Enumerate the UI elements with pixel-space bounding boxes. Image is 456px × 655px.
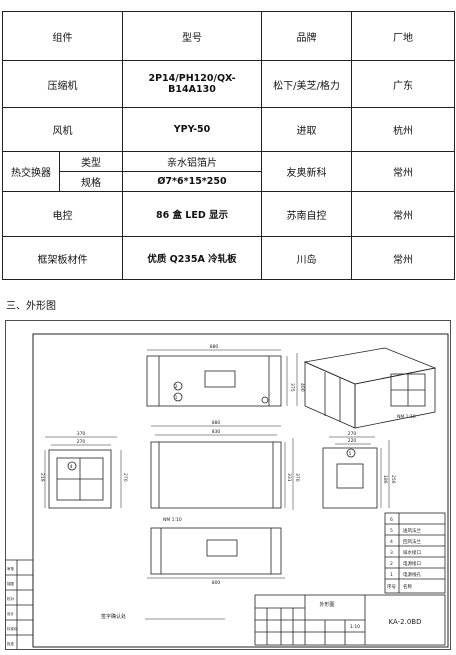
bottom-view bbox=[147, 527, 285, 579]
title-block bbox=[254, 594, 446, 646]
part-name: 送风法兰 bbox=[403, 527, 421, 534]
table-row: 热交换器 类型 亲水铝箔片 友奥新科 常州 bbox=[2, 151, 455, 192]
strip-label: 设计 bbox=[7, 611, 14, 616]
table-row: 风机 YPY-50 进取 杭州 bbox=[2, 107, 455, 152]
left-view bbox=[44, 436, 122, 509]
strip-label: 描图 bbox=[7, 581, 14, 586]
cell-model: 亲水铝箔片 bbox=[122, 151, 262, 172]
top-view bbox=[146, 349, 298, 407]
part-no: 3 bbox=[390, 550, 393, 556]
cell-origin: 广东 bbox=[351, 60, 455, 108]
cell-model: 86 盒 LED 显示 bbox=[122, 191, 262, 237]
cell-origin: 杭州 bbox=[351, 107, 455, 152]
cell-brand: 进取 bbox=[261, 107, 352, 152]
dim-front-inner: 830 bbox=[212, 429, 221, 435]
part-no: 5 bbox=[390, 528, 393, 534]
dim-right-side: 186 bbox=[382, 475, 388, 484]
dim-front-h2: 370 bbox=[294, 473, 300, 482]
cell-origin: 常州 bbox=[351, 236, 455, 280]
scale-label: NM 1:10 bbox=[163, 517, 182, 523]
scale-label: NM 1:10 bbox=[397, 414, 416, 420]
header-origin: 厂地 bbox=[351, 11, 455, 61]
dim-bottom-width: 800 bbox=[212, 580, 221, 586]
table-row: 电控 86 盒 LED 显示 苏南自控 常州 bbox=[2, 191, 455, 237]
cell-component: 风机 bbox=[2, 107, 123, 152]
parts-header-name: 名称 bbox=[403, 583, 412, 590]
parts-header-no: 序号 bbox=[387, 583, 396, 590]
dim-top-h1: 375 bbox=[289, 383, 295, 392]
part-no: 2 bbox=[390, 561, 393, 567]
cell-component: 框架板材件 bbox=[2, 236, 123, 280]
callout-1: 1 bbox=[175, 395, 178, 401]
parts-list bbox=[384, 512, 446, 594]
iso-view bbox=[303, 347, 437, 429]
signature-label: 签字确认处 bbox=[101, 613, 126, 620]
dim-right-outer: 270 bbox=[348, 431, 357, 437]
part-name: 排水接口 bbox=[403, 549, 421, 556]
strip-label: 标准化 bbox=[7, 626, 18, 631]
cell-origin: 常州 bbox=[351, 191, 455, 237]
dim-left-h1: 219 bbox=[39, 473, 45, 482]
table-row: 规格 Ø7*6*15*250 bbox=[3, 171, 455, 192]
cell-brand: 川岛 bbox=[261, 236, 352, 280]
spec-table: 组件 型号 品牌 厂地 压缩机 2P14/PH120/QX-B14A130 松下… bbox=[2, 11, 455, 280]
dim-top-inner: 880 bbox=[212, 420, 221, 426]
cell-origin: 常州 bbox=[351, 151, 455, 192]
left-strip bbox=[5, 559, 33, 649]
dim-left-inner: 270 bbox=[77, 439, 86, 445]
outline-drawing: 880 880 830 800 370 270 270 220 375 400 … bbox=[5, 320, 451, 650]
cell-component: 电控 bbox=[2, 191, 123, 237]
callout-4: 4 bbox=[70, 464, 73, 470]
header-model: 型号 bbox=[122, 11, 262, 61]
dim-right-side2: 256 bbox=[390, 475, 396, 484]
cell-model: 2P14/PH120/QX-B14A130 bbox=[122, 60, 262, 108]
table-row: 压缩机 2P14/PH120/QX-B14A130 松下/美芝/格力 广东 bbox=[2, 60, 455, 108]
title-block-scale: 1:10 bbox=[350, 624, 360, 630]
dim-left-h2: 270 bbox=[122, 473, 128, 482]
strip-label: 批准 bbox=[7, 641, 14, 646]
part-name: 电源接口 bbox=[403, 560, 421, 567]
cell-component: 热交换器 bbox=[2, 151, 60, 192]
strip-label: 审核 bbox=[7, 566, 14, 571]
section-title: 三、外形图 bbox=[6, 301, 56, 312]
front-view bbox=[150, 425, 294, 510]
sheet-inner-border bbox=[32, 333, 449, 648]
cell-model: 优质 Q235A 冷轧板 bbox=[122, 236, 262, 280]
part-no: 4 bbox=[390, 539, 393, 545]
strip-label: 校对 bbox=[7, 596, 14, 601]
sheet-outer-border bbox=[5, 320, 451, 650]
title-block-code: KA-2.0BD bbox=[389, 618, 422, 626]
dim-front-h1: 331 bbox=[286, 473, 292, 482]
part-no: 1 bbox=[390, 572, 393, 578]
dim-top-h2: 400 bbox=[299, 383, 305, 392]
cell-model: Ø7*6*15*250 bbox=[122, 171, 262, 192]
table-header-row: 组件 型号 品牌 厂地 bbox=[2, 11, 455, 61]
callout-2: 2 bbox=[175, 384, 178, 390]
dim-left-outer: 370 bbox=[77, 431, 86, 437]
part-name: 回风法兰 bbox=[403, 538, 421, 545]
cell-brand: 松下/美芝/格力 bbox=[261, 60, 352, 108]
cell-model: YPY-50 bbox=[122, 107, 262, 152]
header-brand: 品牌 bbox=[261, 11, 352, 61]
right-view bbox=[322, 436, 390, 509]
cell-brand: 苏南自控 bbox=[261, 191, 352, 237]
cell-component: 压缩机 bbox=[2, 60, 123, 108]
cell-sub-label: 类型 bbox=[59, 151, 123, 172]
table-row: 框架板材件 优质 Q235A 冷轧板 川岛 常州 bbox=[2, 236, 455, 280]
header-component: 组件 bbox=[2, 11, 123, 61]
cell-sub-label: 规格 bbox=[59, 171, 123, 192]
part-no: 6 bbox=[390, 517, 393, 523]
callout-5: 5 bbox=[349, 451, 352, 457]
dim-top-overall: 880 bbox=[210, 344, 219, 350]
part-name: 电源线孔 bbox=[403, 571, 421, 578]
dim-right-inner: 220 bbox=[348, 438, 357, 444]
cell-brand: 友奥新科 bbox=[261, 151, 352, 192]
title-block-name: 外形图 bbox=[319, 601, 334, 608]
